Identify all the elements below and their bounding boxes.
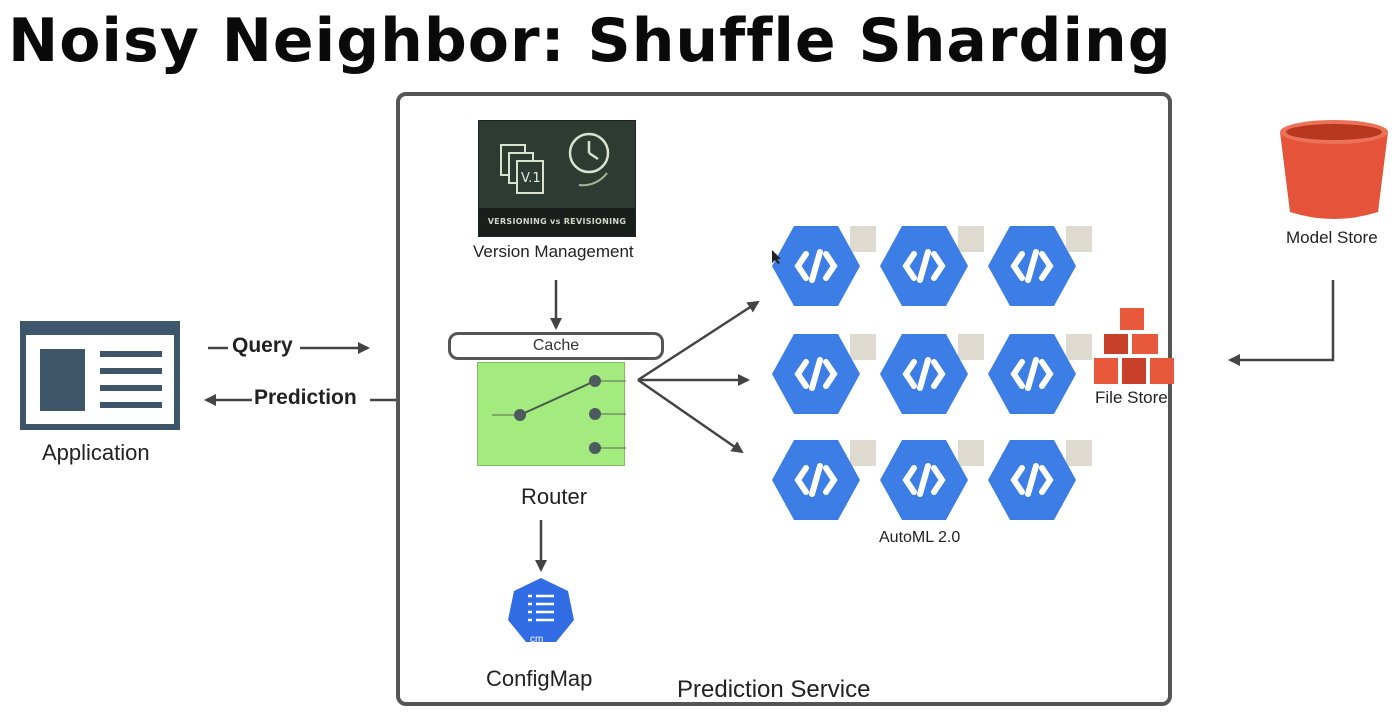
automl-shard-icon <box>880 440 984 520</box>
automl-shard-icon <box>988 226 1092 306</box>
router-to-shard-row1-arrow <box>637 300 760 382</box>
automl-shard-icon <box>772 440 876 520</box>
prediction-service-container <box>396 92 1172 706</box>
automl-shard-icon <box>772 334 876 414</box>
version-management-image: V.1 VERSIONING vs REVISIONING <box>478 120 636 237</box>
configmap-badge: cm <box>530 634 544 645</box>
prediction-label: Prediction <box>254 386 357 409</box>
router-switch-icon <box>492 375 626 454</box>
application-icon <box>20 321 180 430</box>
router-label: Router <box>521 484 588 509</box>
configmap-label: ConfigMap <box>486 666 593 691</box>
cache-box: Cache <box>448 332 664 360</box>
configmap-icon <box>508 578 574 642</box>
mouse-cursor-icon <box>772 250 781 264</box>
automl-shard-icon <box>880 334 984 414</box>
automl-shard-icon <box>988 440 1092 520</box>
automl-label: AutoML 2.0 <box>879 529 961 546</box>
automl-shard-icon <box>988 334 1092 414</box>
model-store-label: Model Store <box>1286 228 1378 247</box>
version-image-caption: VERSIONING vs REVISIONING <box>479 208 635 236</box>
file-store-label: File Store <box>1095 388 1168 407</box>
automl-shard-icon <box>880 226 984 306</box>
model-store-to-file-store-arrow <box>1228 280 1335 366</box>
automl-shard-grid <box>768 222 1098 522</box>
version-badge: V.1 <box>521 171 541 186</box>
router-box <box>477 362 626 466</box>
application-label: Application <box>42 440 150 465</box>
file-store-icon <box>1094 308 1174 384</box>
page-title: Noisy Neighbor: Shuffle Sharding <box>8 6 1172 76</box>
prediction-service-label: Prediction Service <box>677 676 871 703</box>
version-management-label: Version Management <box>473 242 634 261</box>
model-store-bucket-icon <box>1280 120 1388 219</box>
router-to-shard-row3-arrow <box>637 378 744 454</box>
query-label: Query <box>232 334 293 357</box>
automl-shard-icon <box>772 226 876 306</box>
